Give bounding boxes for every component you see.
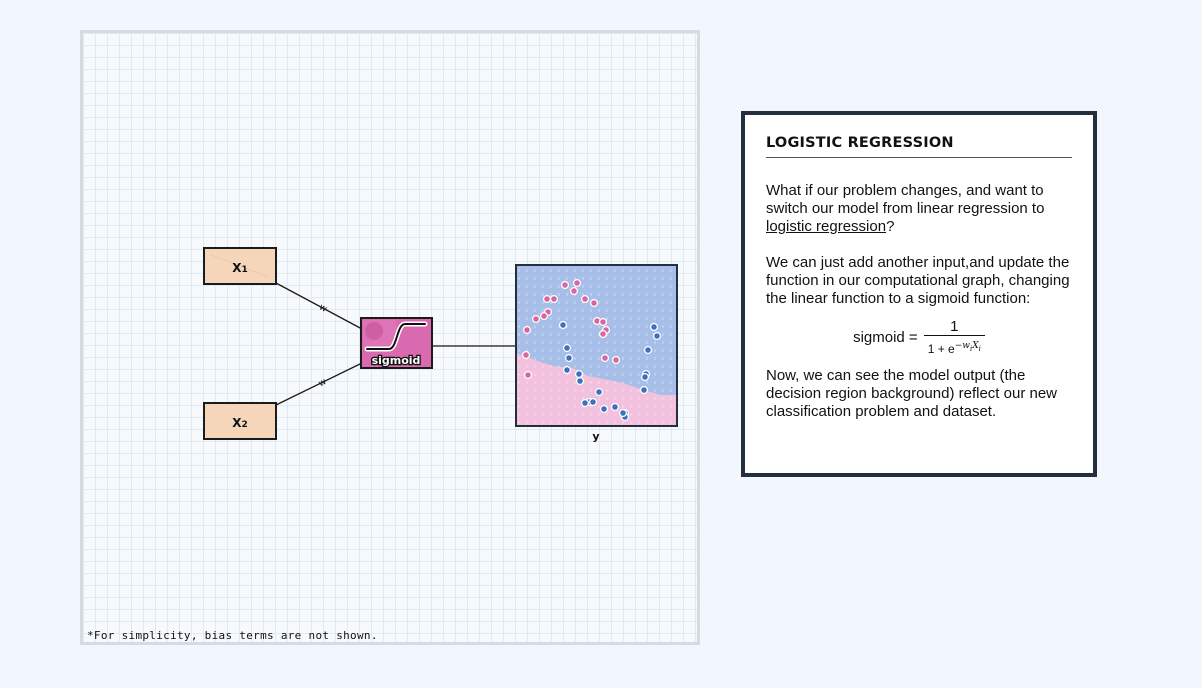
data-point-pink [611,355,621,365]
formula-numerator: 1 [950,318,959,335]
output-plot[interactable]: y [515,264,678,443]
data-point-pink [572,278,582,288]
data-points [521,278,662,422]
data-point-pink [549,294,559,304]
data-point-pink [600,353,610,363]
data-point-blue [588,397,598,407]
data-point-pink [580,294,590,304]
region-texture [518,269,672,424]
data-point-pink [598,317,608,327]
data-point-pink [542,294,552,304]
data-point-blue [643,345,653,355]
data-point-blue [558,320,568,330]
data-point-blue [610,402,620,412]
data-point-blue [640,372,650,382]
output-label: y [592,430,599,443]
panel-title: LOGISTIC REGRESSION [766,135,1072,158]
edge-weight-label-1: w [317,302,328,314]
input-node-x2-label: X2 [232,416,248,430]
data-point-blue [574,369,584,379]
input-node-x2[interactable]: X2 [203,402,277,440]
data-point-blue [562,343,572,353]
panel-paragraph-3: Now, we can see the model output (the de… [766,367,1057,420]
computational-graph: w w X1 X2 sigmoid y [203,247,678,443]
data-point-blue [649,322,659,332]
data-point-pink [598,329,608,339]
logistic-regression-link[interactable]: logistic regression [766,218,887,235]
footnote: *For simplicity, bias terms are not show… [87,629,378,642]
data-point-pink [539,311,549,321]
data-point-blue [594,387,604,397]
formula-denominator: 1 + e−wiXi [923,335,985,357]
data-point-blue [639,385,649,395]
data-point-blue [564,353,574,363]
data-point-pink [569,286,579,296]
para1-text: What if our problem changes, and want to… [766,182,1045,217]
data-point-blue [618,408,628,418]
data-point-pink [531,314,541,324]
data-point-pink [523,370,533,380]
edge-x1-sigmoid [275,282,363,330]
formula-lhs: sigmoid = [853,329,918,346]
sigmoid-node-label: sigmoid [372,354,421,367]
panel-paragraph-1: What if our problem changes, and want to… [766,182,1072,236]
sigmoid-formula: sigmoid = 1 1 + e−wiXi [766,318,1072,357]
formula-fraction: 1 1 + e−wiXi [923,318,985,357]
data-point-blue [575,376,585,386]
data-point-pink [521,350,531,360]
input-node-x1-label: X1 [232,261,248,275]
sigmoid-node[interactable]: sigmoid [360,317,433,369]
data-point-blue [562,365,572,375]
edge-weight-label-2: w [317,377,328,389]
data-point-blue [580,398,590,408]
input-node-x1[interactable]: X1 [203,247,277,285]
graph-canvas: w w X1 X2 sigmoid y [80,30,700,645]
panel-paragraph-2: We can just add another input,and update… [766,254,1070,307]
info-panel: LOGISTIC REGRESSION What if our problem … [741,111,1097,477]
edge-x2-sigmoid [275,362,363,406]
data-point-blue [652,331,662,341]
data-point-blue [599,404,609,414]
data-point-pink [560,280,570,290]
data-point-pink [589,298,599,308]
para1-end: ? [886,218,895,235]
data-point-pink [522,325,532,335]
